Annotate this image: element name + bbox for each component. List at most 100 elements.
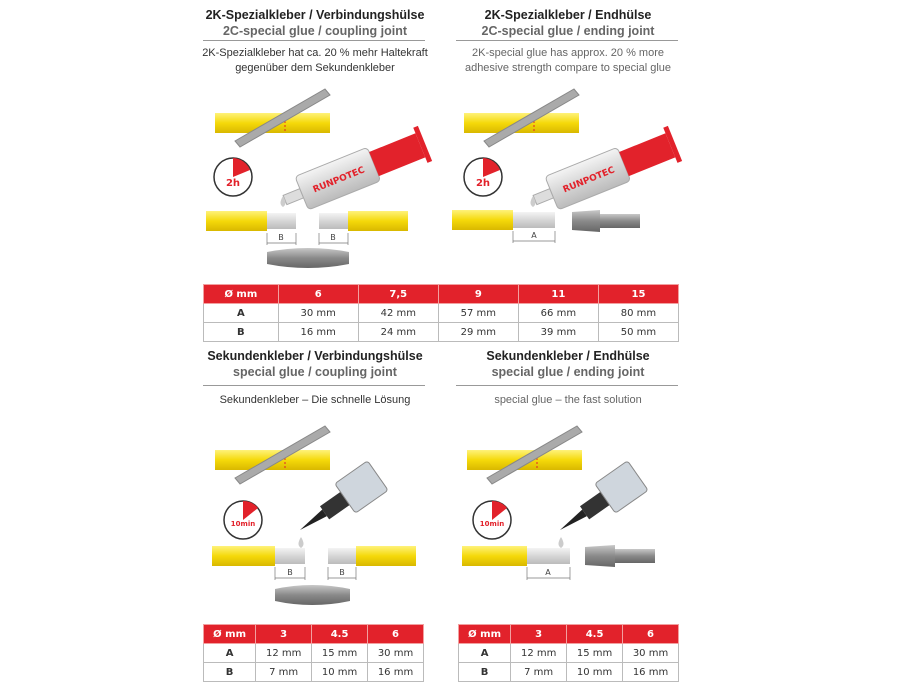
row-label: B — [457, 662, 512, 682]
end-cap — [585, 545, 655, 567]
panel-3-header: Sekundenkleber / Verbindungshülse specia… — [165, 348, 465, 380]
dimension-label: B — [330, 233, 336, 242]
panel-description: 2K-special glue has approx. 20 % more adh… — [418, 46, 718, 76]
cutting-pipe-icon — [463, 88, 580, 148]
table-cell: 66 mm — [517, 303, 599, 323]
row-label: B — [202, 662, 257, 682]
table-cell: 29 mm — [437, 322, 519, 342]
desc-line: 2K-Spezialkleber hat ca. 20 % mehr Halte… — [202, 47, 428, 59]
panel-subtitle: 2C-special glue / ending joint — [481, 24, 655, 38]
timer-icon: 10min — [223, 500, 263, 540]
timer-icon: 10min — [472, 500, 512, 540]
table-cell: 24 mm — [357, 322, 439, 342]
table-cell: 12 mm — [510, 643, 568, 663]
table-cell: 50 mm — [597, 322, 680, 342]
divider — [203, 385, 425, 386]
column-header: 11 — [517, 284, 599, 304]
timer-label: 10min — [231, 520, 255, 528]
column-header: 6 — [622, 624, 679, 644]
table-cell: 7 mm — [510, 662, 568, 682]
column-header: 15 — [597, 284, 680, 304]
column-header: 4.5 — [566, 624, 624, 644]
dimension-label: A — [531, 231, 537, 240]
panel-title: Sekundenkleber / Verbindungshülse — [207, 349, 423, 363]
table-cell: 30 mm — [622, 643, 679, 663]
glue-bottle-icon — [560, 461, 648, 530]
column-header: 6 — [277, 284, 359, 304]
row-label: A — [203, 303, 279, 323]
glue-drop-icon — [558, 537, 564, 548]
column-header: 7,5 — [357, 284, 439, 304]
dimension-label: B — [278, 233, 284, 242]
panel-1-header: 2K-Spezialkleber / Verbindungshülse 2C-s… — [165, 7, 465, 39]
coupling-sleeve — [275, 585, 350, 605]
column-header: 4.5 — [311, 624, 369, 644]
dimension-label: A — [545, 568, 551, 577]
table-cell: 39 mm — [517, 322, 599, 342]
panel-subtitle: 2C-special glue / coupling joint — [222, 24, 408, 38]
table-cell: 16 mm — [277, 322, 359, 342]
column-header: Ø mm — [202, 624, 257, 644]
panel-2-header: 2K-Spezialkleber / Endhülse 2C-special g… — [418, 7, 718, 39]
panel-description: special glue – the fast solution — [494, 394, 642, 406]
column-header: 3 — [510, 624, 568, 644]
table-cell: 15 mm — [311, 643, 369, 663]
glue-syringe-icon: RUNPOTEC — [532, 125, 683, 210]
table-cell: 57 mm — [437, 303, 519, 323]
table-cell: 80 mm — [597, 303, 680, 323]
pipe-left — [452, 210, 555, 230]
column-header: Ø mm — [203, 284, 279, 304]
pipe-left — [462, 546, 570, 566]
desc-line: adhesive strength compare to special glu… — [464, 62, 672, 74]
panel-description: Sekundenkleber – Die schnelle Lösung — [219, 394, 411, 406]
panel-4-header: Sekundenkleber / Endhülse special glue /… — [418, 348, 718, 380]
pipe-right — [319, 211, 408, 231]
timer-label: 2h — [226, 178, 240, 189]
divider — [203, 40, 425, 41]
row-label: A — [202, 643, 257, 663]
table-cell: 16 mm — [367, 662, 424, 682]
row-label: A — [457, 643, 512, 663]
coupling-sleeve — [267, 248, 349, 268]
column-header: 3 — [255, 624, 313, 644]
pipe-left — [206, 211, 296, 231]
table-cell: 12 mm — [255, 643, 313, 663]
column-header: 6 — [367, 624, 424, 644]
pipe-right — [328, 546, 416, 566]
glue-syringe-icon: RUNPOTEC — [282, 125, 433, 210]
table-cell: 7 mm — [255, 662, 313, 682]
table-cell: 10 mm — [311, 662, 369, 682]
column-header: 9 — [437, 284, 519, 304]
panel-subtitle: special glue / ending joint — [491, 365, 645, 379]
cutting-pipe-icon — [214, 88, 331, 148]
cutting-pipe-icon — [466, 425, 583, 485]
panel-title: Sekundenkleber / Endhülse — [486, 349, 650, 363]
panel-title: 2K-Spezialkleber / Verbindungshülse — [205, 8, 425, 22]
timer-icon: 2h — [213, 157, 253, 197]
glue-bottle-icon — [300, 461, 388, 530]
timer-label: 10min — [480, 520, 504, 528]
column-header: Ø mm — [457, 624, 512, 644]
glue-drop-icon — [298, 537, 304, 548]
timer-label: 2h — [476, 178, 490, 189]
end-cap — [572, 210, 640, 232]
glue-drop-icon — [530, 196, 536, 207]
panel-title: 2K-Spezialkleber / Endhülse — [484, 8, 652, 22]
glue-drop-icon — [280, 196, 286, 207]
desc-line: 2K-special glue has approx. 20 % more — [472, 47, 664, 59]
desc-line: gegenüber dem Sekundenkleber — [235, 62, 395, 74]
divider — [456, 40, 678, 41]
dimension-label: B — [339, 568, 345, 577]
